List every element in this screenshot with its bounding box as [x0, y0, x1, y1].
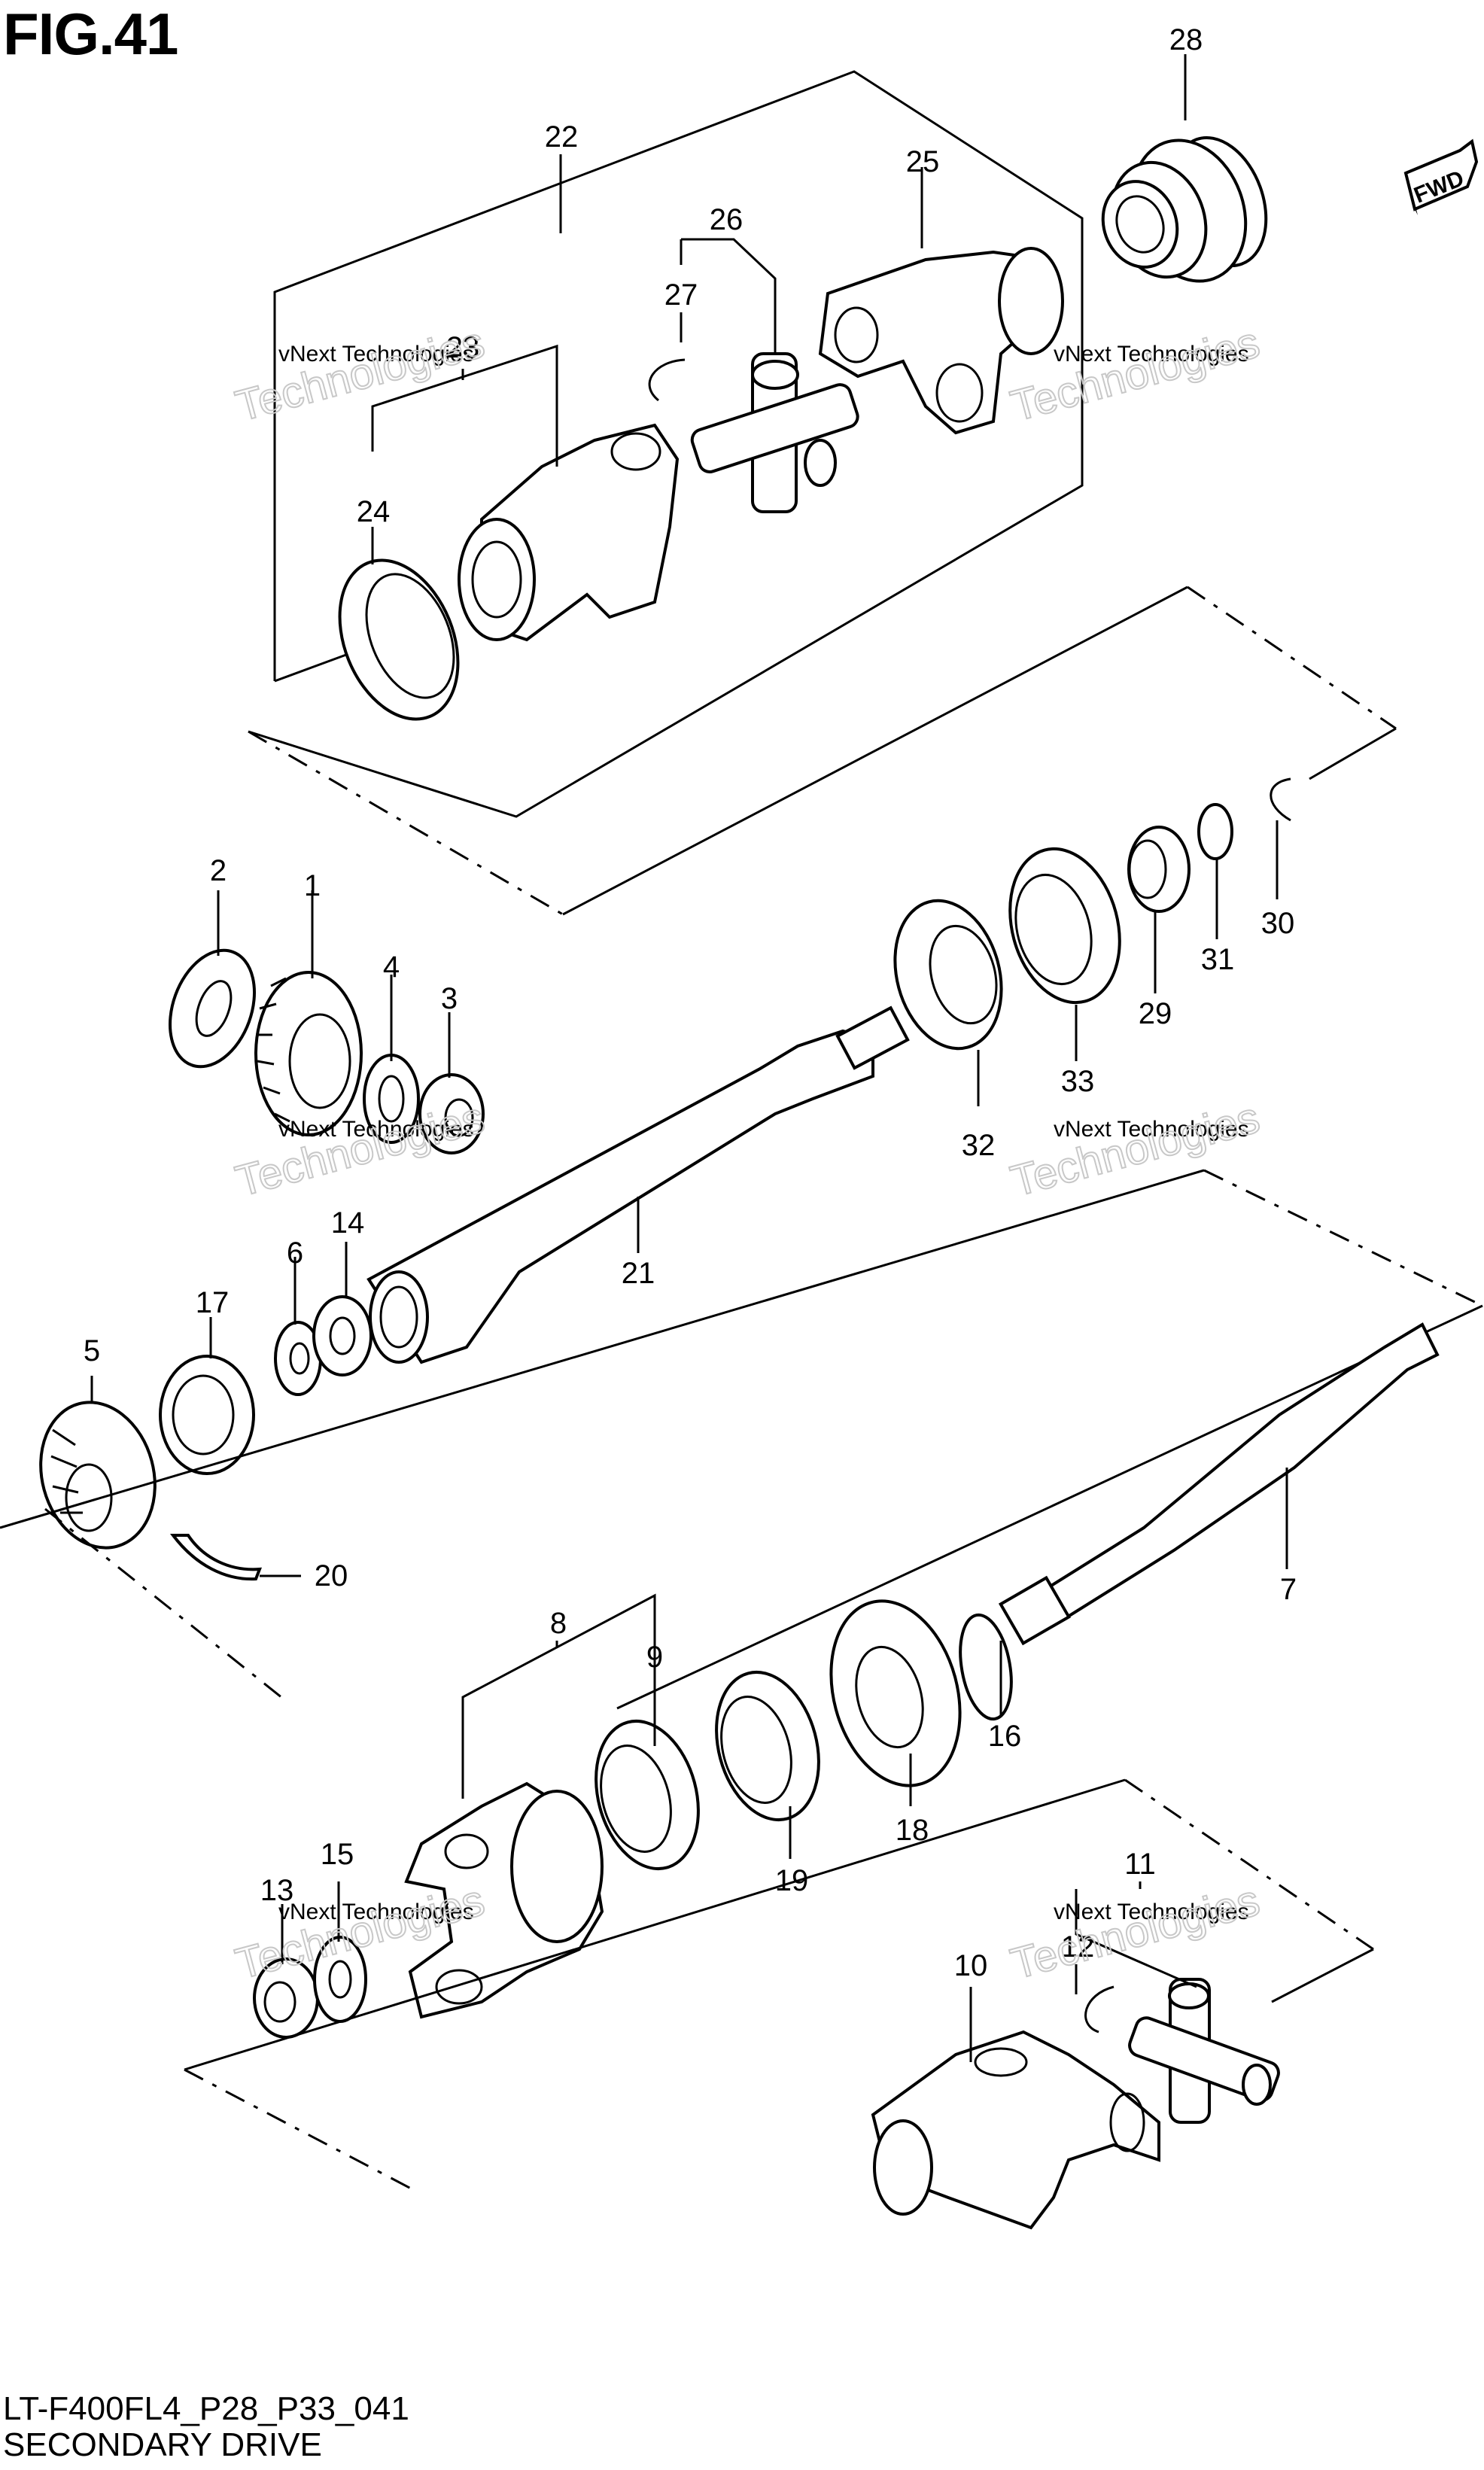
- part-24-ring: [338, 558, 460, 721]
- leader-lines: [90, 54, 1288, 2062]
- fwd-arrow-icon: FWD: [1403, 138, 1479, 215]
- callout-31: 31: [1201, 943, 1235, 976]
- group-22-outline: [248, 70, 1397, 916]
- part-12-clip: [1084, 1985, 1115, 2033]
- callout-3: 3: [441, 982, 458, 1015]
- part-8-yoke: [404, 1781, 604, 2019]
- part-19-seal: [715, 1670, 820, 1822]
- part-9-seal: [595, 1719, 700, 1871]
- part-4-washer: [363, 1054, 420, 1144]
- callout-15: 15: [321, 1838, 354, 1871]
- callout-11: 11: [1124, 1848, 1156, 1881]
- watermark-bottom-right: vNext Technologies Technologies: [1005, 1875, 1266, 1989]
- part-3-bushing: [418, 1073, 485, 1154]
- callout-14: 14: [331, 1206, 365, 1240]
- part-31-ring: [1197, 803, 1233, 860]
- callout-21: 21: [622, 1257, 655, 1290]
- part-20-circlip: [169, 1534, 263, 1581]
- part-25-yoke: [818, 247, 1064, 435]
- callout-10: 10: [954, 1949, 988, 1982]
- callout-1: 1: [304, 869, 321, 902]
- figure-title: FIG.41: [3, 1, 178, 67]
- callout-22: 22: [545, 120, 579, 154]
- callout-20: 20: [315, 1559, 348, 1592]
- callout-8: 8: [550, 1607, 567, 1640]
- part-16-ring: [959, 1613, 1013, 1721]
- watermark-small-text: vNext Technologies: [278, 342, 474, 367]
- group-10-outline: [184, 1778, 1374, 2192]
- callout-9: 9: [646, 1641, 663, 1674]
- callout-28: 28: [1169, 23, 1203, 56]
- part-17-bearing: [159, 1355, 255, 1475]
- callout-12: 12: [1061, 1930, 1095, 1964]
- callout-30: 30: [1261, 907, 1295, 940]
- watermark-big-text: Technologies: [231, 318, 490, 430]
- part-23-yoke: [458, 423, 680, 642]
- watermark-small-text: vNext Technologies: [1054, 1117, 1249, 1142]
- part-5-bevel-gear: [39, 1401, 157, 1550]
- watermark-mid-right: vNext Technologies Technologies: [1005, 1092, 1266, 1206]
- watermark-top-left: vNext Technologies Technologies: [230, 317, 491, 431]
- part-2-washer: [168, 948, 257, 1069]
- part-29-spacer: [1127, 826, 1191, 913]
- part-18-bearing: [829, 1599, 962, 1787]
- part-28-boot: [1101, 135, 1268, 283]
- model-code: LT-F400FL4_P28_P33_041: [3, 2390, 409, 2427]
- callout-17: 17: [196, 1286, 230, 1319]
- watermark-small-text: vNext Technologies: [278, 1117, 474, 1142]
- part-14-spacer: [312, 1295, 373, 1376]
- section-title: SECONDARY DRIVE: [3, 2426, 322, 2463]
- group-7-outline: [0, 1169, 1483, 1710]
- part-1-gear: [254, 971, 363, 1136]
- callout-32: 32: [962, 1129, 996, 1162]
- part-30-circlip: [1270, 777, 1291, 822]
- watermark-small-text: vNext Technologies: [278, 1900, 474, 1924]
- watermark-big-text: Technologies: [1006, 1093, 1265, 1206]
- part-11-spider: [1128, 1978, 1280, 2124]
- watermark-small-text: vNext Technologies: [1054, 1900, 1249, 1924]
- callout-24: 24: [357, 495, 391, 528]
- part-7-shaft: [998, 1322, 1440, 1646]
- part-27-clip: [648, 358, 686, 402]
- callout-23: 23: [446, 331, 480, 364]
- callout-16: 16: [988, 1720, 1022, 1753]
- callout-labels: 28 22 25 26 27 23 24 2 1 4 3 21 6 14 17 …: [84, 23, 1297, 1982]
- callout-18: 18: [896, 1814, 929, 1847]
- callout-25: 25: [906, 145, 940, 178]
- part-26-spider: [690, 352, 859, 513]
- callout-26: 26: [710, 203, 744, 236]
- callout-27: 27: [664, 278, 698, 312]
- watermark-big-text: Technologies: [1006, 1875, 1265, 1988]
- part-10-yoke: [871, 2030, 1160, 2230]
- callout-7: 7: [1280, 1573, 1297, 1606]
- group-8-outline: [461, 1593, 656, 1799]
- watermark-small-text: vNext Technologies: [1054, 342, 1249, 367]
- part-21-shaft: [366, 1005, 910, 1364]
- callout-29: 29: [1139, 997, 1172, 1030]
- callout-4: 4: [383, 951, 400, 984]
- callout-33: 33: [1061, 1065, 1095, 1098]
- callout-13: 13: [260, 1874, 294, 1907]
- callout-2: 2: [210, 854, 227, 887]
- part-32-bearing: [893, 899, 1003, 1051]
- part-33-oil-seal: [1008, 847, 1121, 1005]
- callout-6: 6: [287, 1237, 303, 1270]
- callout-19: 19: [775, 1864, 809, 1897]
- callout-5: 5: [84, 1334, 100, 1367]
